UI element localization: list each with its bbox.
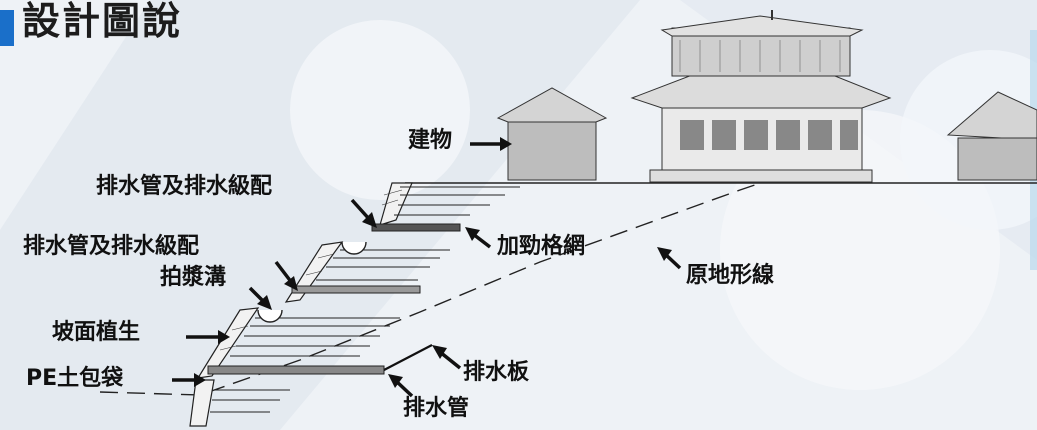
sediment-ditch	[257, 241, 367, 323]
label-drain-board: 排水板	[463, 360, 530, 385]
label-arrows	[172, 137, 682, 398]
page-title: 設計圖說	[22, 0, 183, 43]
label-drain-pipe-gravel-top: 排水管及排水級配	[96, 174, 273, 199]
temple-building-icon	[630, 10, 892, 183]
label-original-ground-line: 原地形線	[686, 263, 775, 288]
title-accent-bar	[0, 10, 14, 46]
label-drain-pipe-gravel-mid: 排水管及排水級配	[23, 234, 200, 259]
label-pe-sandbag: PE土包袋	[26, 366, 124, 391]
drain-board	[383, 344, 433, 371]
right-pavilion-icon	[946, 91, 1037, 181]
label-sediment-ditch: 拍漿溝	[160, 265, 227, 290]
label-drain-pipe: 排水管	[403, 396, 470, 421]
label-building: 建物	[408, 128, 453, 153]
original-ground-line	[99, 172, 1037, 396]
label-slope-vegetation: 坡面植生	[52, 320, 141, 345]
label-geogrid: 加勁格網	[497, 234, 586, 259]
left-pavilion-icon	[496, 87, 608, 181]
